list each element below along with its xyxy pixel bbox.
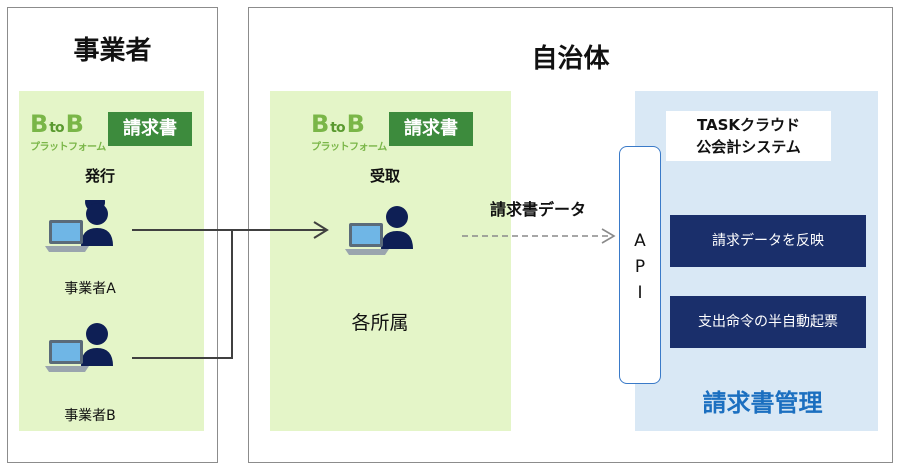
laptop-user-icon-a: [45, 200, 113, 252]
api-box: A P I: [619, 146, 661, 384]
department-label: 各所属: [351, 312, 409, 334]
issue-caption: 発行: [84, 167, 115, 185]
bob-platform-text: プラットフォーム: [311, 142, 387, 153]
laptop-user-icon-department: [345, 206, 413, 255]
invoice-management-label: 請求書管理: [702, 389, 823, 417]
municipality-title: 自治体: [531, 44, 610, 74]
laptop-user-icon-b: [45, 323, 113, 372]
municipality-area: [270, 91, 511, 431]
bob-platform-text: プラットフォーム: [30, 142, 106, 153]
receive-caption: 受取: [369, 167, 400, 185]
system-title-line1: TASKクラウド: [696, 116, 801, 134]
business-b-label: 事業者B: [64, 408, 116, 424]
function-reflect-data: 請求データを反映: [670, 215, 866, 267]
system-title: TASKクラウド 公会計システム: [666, 111, 831, 161]
api-letter-p: P: [634, 257, 646, 277]
business-area: [19, 91, 204, 431]
invoice-tag: 請求書: [108, 112, 192, 146]
invoice-tag: 請求書: [389, 112, 473, 146]
business-a-label: 事業者A: [64, 281, 116, 297]
api-letter-i: I: [637, 283, 643, 303]
api-letter-a: A: [634, 231, 646, 251]
system-title-line2: 公会計システム: [696, 138, 801, 156]
business-title: 事業者: [73, 36, 152, 66]
invoice-data-label: 請求書データ: [489, 200, 586, 219]
function-auto-payment-order: 支出命令の半自動起票: [670, 296, 866, 348]
